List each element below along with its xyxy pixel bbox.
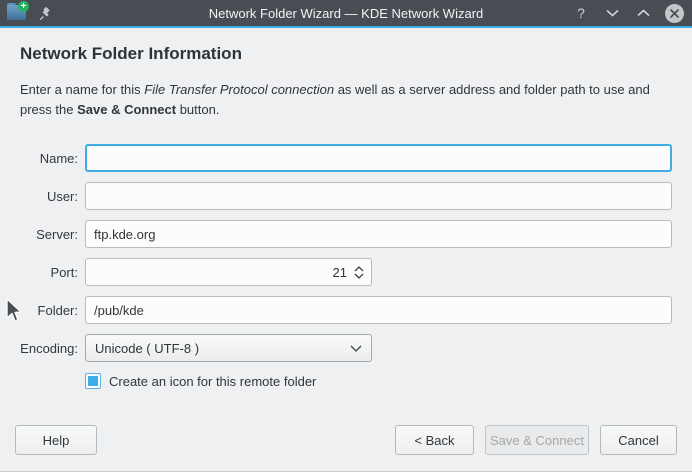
folder-input[interactable] (85, 296, 672, 324)
description-text: Enter a name for this (20, 82, 145, 97)
help-button[interactable]: Help (15, 425, 97, 455)
name-input[interactable] (85, 144, 672, 172)
page-title: Network Folder Information (20, 44, 242, 63)
chevron-down-icon (350, 345, 362, 352)
help-window-button[interactable]: ? (577, 5, 585, 21)
maximize-button[interactable] (634, 4, 652, 22)
server-input[interactable] (85, 220, 672, 248)
create-icon-checkbox-row[interactable]: Create an icon for this remote folder (85, 371, 316, 391)
port-label: Port: (50, 264, 78, 280)
user-input[interactable] (85, 182, 672, 210)
encoding-select[interactable]: Unicode ( UTF-8 ) (85, 334, 372, 362)
create-icon-checkbox[interactable] (85, 373, 101, 389)
user-label: User: (46, 188, 78, 204)
port-row: Port: (0, 258, 372, 286)
name-row: Name: (0, 144, 672, 172)
cancel-button[interactable]: Cancel (600, 425, 677, 455)
user-row: User: (0, 182, 672, 210)
description-text: button. (176, 102, 220, 117)
spin-up-icon[interactable] (354, 265, 364, 272)
checkbox-checked-mark (88, 376, 98, 386)
close-icon (670, 8, 679, 18)
encoding-row: Encoding: Unicode ( UTF-8 ) (0, 334, 372, 362)
server-row: Server: (0, 220, 672, 248)
chevron-up-icon (636, 9, 650, 17)
wizard-description: Enter a name for this File Transfer Prot… (20, 80, 675, 120)
save-and-connect-button[interactable]: Save & Connect (485, 425, 589, 455)
encoding-selected-value: Unicode ( UTF-8 ) (95, 340, 200, 356)
titlebar[interactable]: + Network Folder Wizard — KDE Network Wi… (0, 0, 692, 28)
folder-label: Folder: (37, 302, 78, 318)
folder-row: Folder: (0, 296, 672, 324)
chevron-down-icon (605, 9, 619, 17)
description-italic: File Transfer Protocol connection (144, 82, 335, 97)
pin-icon (39, 6, 50, 20)
close-button[interactable] (665, 3, 684, 23)
server-label: Server: (36, 226, 78, 242)
network-folder-add-icon: + (7, 1, 29, 22)
description-text: as well as a server address and folder p… (20, 82, 650, 117)
port-input[interactable] (86, 260, 347, 284)
encoding-label: Encoding: (20, 340, 78, 356)
create-icon-checkbox-label: Create an icon for this remote folder (109, 373, 317, 389)
minimize-button[interactable] (603, 4, 621, 22)
description-bold: Save & Connect (77, 102, 177, 117)
name-label: Name: (39, 150, 78, 166)
spin-down-icon[interactable] (354, 273, 364, 279)
back-button[interactable]: < Back (395, 425, 474, 455)
port-spinbox[interactable] (85, 258, 372, 286)
